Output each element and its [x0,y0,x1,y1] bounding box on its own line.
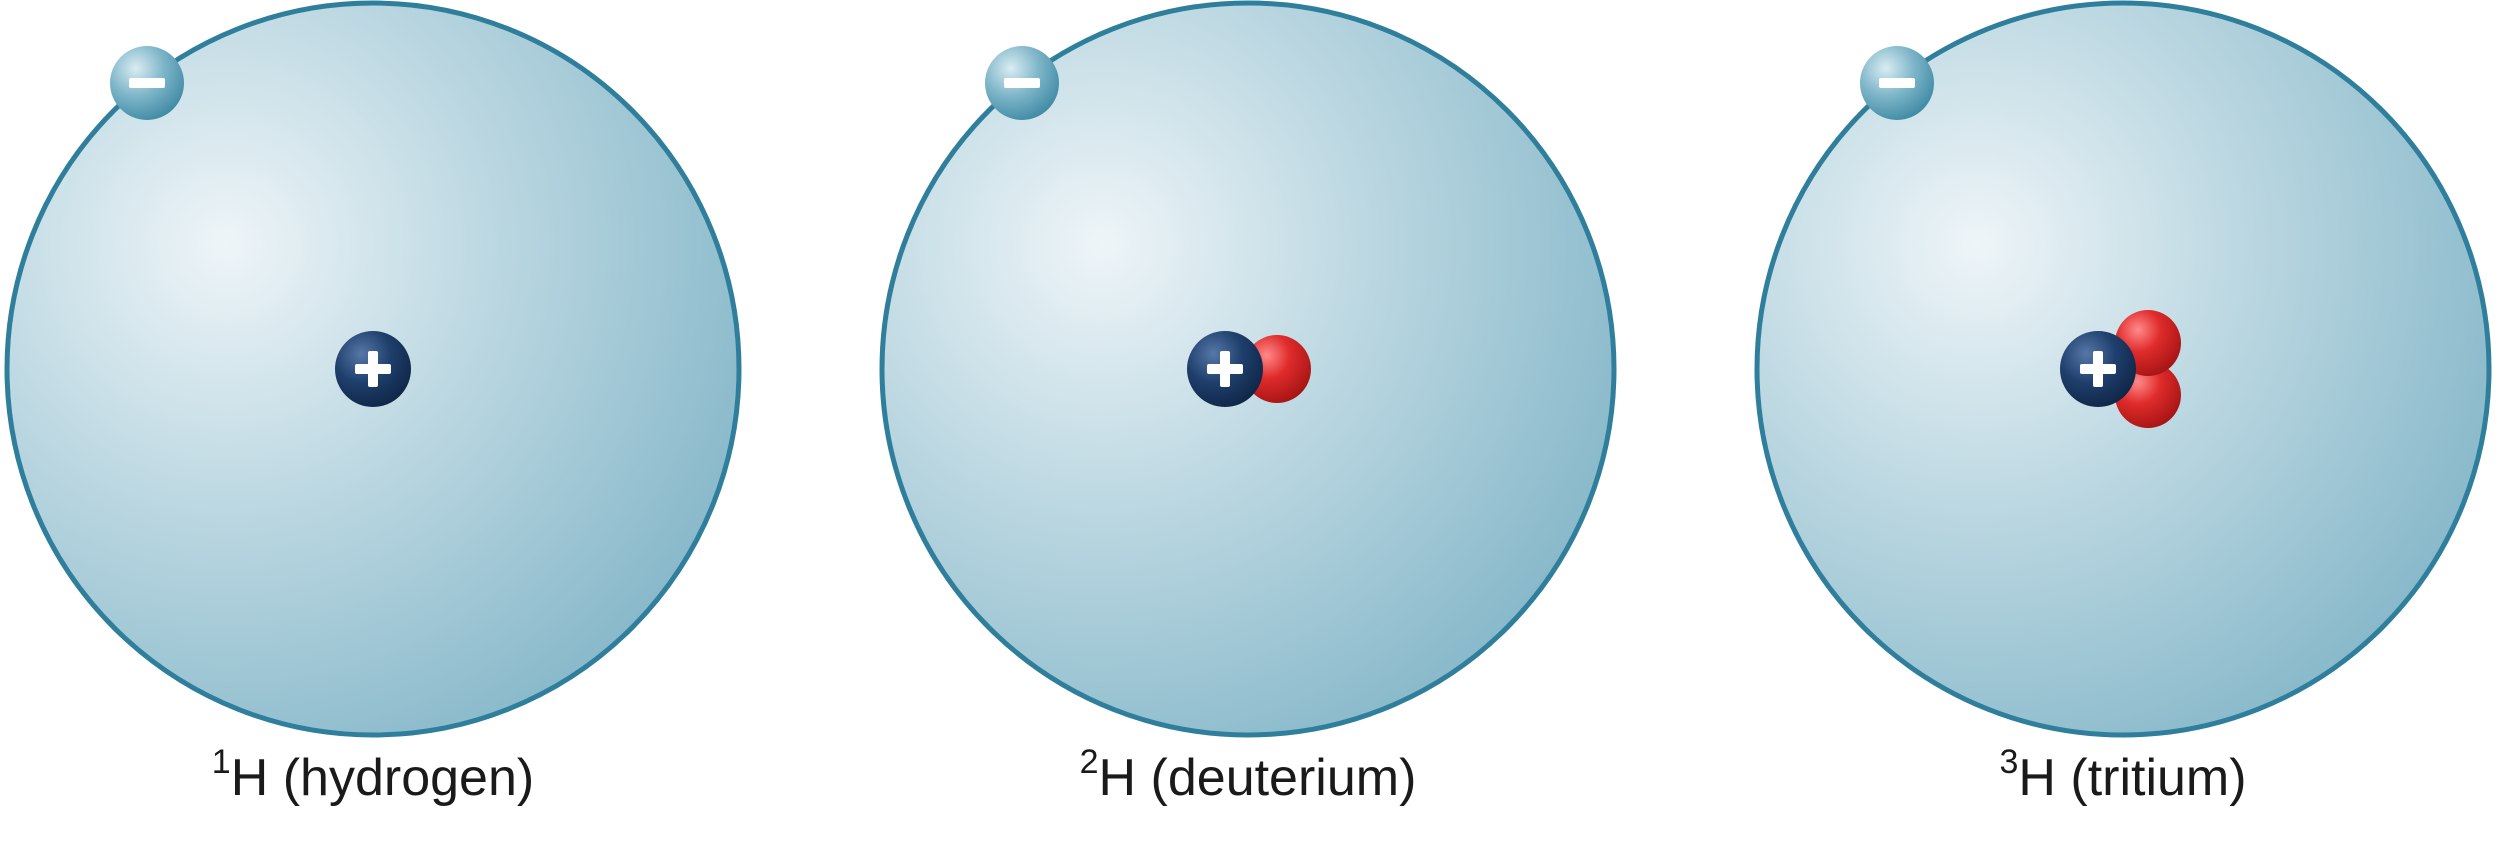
mass-number: 1 [211,743,231,781]
element-symbol: H [2018,749,2056,807]
electron-icon [110,46,184,120]
isotope-name: (deuterium) [1150,749,1417,807]
element-symbol: H [230,749,269,807]
atom-hydrogen [4,0,742,738]
element-symbol: H [1098,749,1137,807]
atom-tritium [1754,0,2492,738]
mass-number: 2 [1079,743,1099,781]
atom-deuterium [879,0,1617,738]
proton-icon [335,331,411,407]
mass-number: 3 [1999,743,2019,781]
isotope-label-hydrogen: 1H (hydrogen) [23,745,723,807]
electron-icon [985,46,1059,120]
electron-icon [1860,46,1934,120]
proton-icon [1187,331,1263,407]
isotope-name: (tritium) [2070,749,2247,807]
isotope-label-tritium: 3H (tritium) [1773,745,2473,807]
proton-icon [2060,331,2136,407]
neutron-icon [1243,335,1311,403]
isotope-name: (hydrogen) [282,749,535,807]
isotope-label-deuterium: 2H (deuterium) [898,745,1598,807]
